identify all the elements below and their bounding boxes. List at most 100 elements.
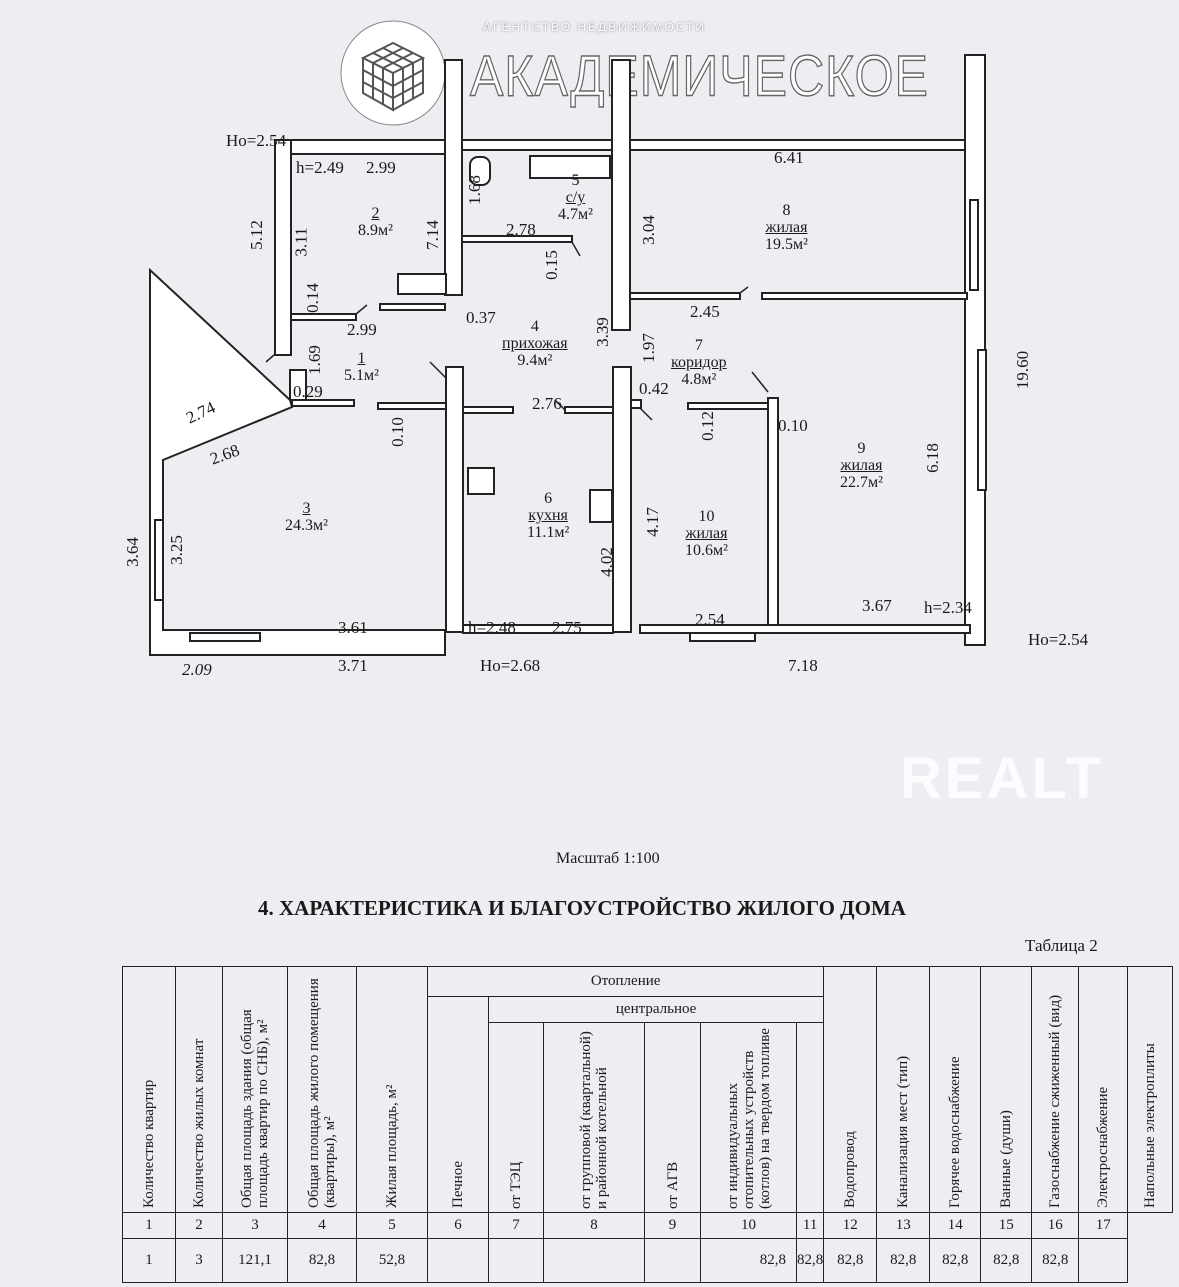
dim: 6.18 <box>922 443 942 473</box>
table-cell: от индивидуальных отопительных устройств… <box>700 1022 797 1213</box>
logo-subtitle: АГЕНТСТВО НЕДВИЖИМОСТИ <box>483 20 707 34</box>
dim: 2.54 <box>695 610 725 629</box>
table-cell: от ТЭЦ <box>488 1022 544 1213</box>
dim: 0.10 <box>778 416 808 435</box>
column-header: Печное <box>450 1160 466 1208</box>
dim: 3.04 <box>638 215 658 245</box>
dim: Но=2.54 <box>1028 630 1089 649</box>
column-header: от АГВ <box>664 1161 681 1209</box>
dim: 4.02 <box>596 547 616 577</box>
dim: 2.99 <box>347 320 377 339</box>
table-cell: 9 <box>644 1212 701 1239</box>
dim: 1.69 <box>304 345 324 375</box>
dim: 0.12 <box>697 411 717 441</box>
dim: 0.15 <box>541 250 561 280</box>
table-cell: 82,8 <box>795 1238 825 1283</box>
section-title: 4. ХАРАКТЕРИСТИКА И БЛАГОУСТРОЙСТВО ЖИЛО… <box>258 896 906 920</box>
table-cell: Общая площадь здания (общая площадь квар… <box>222 966 288 1213</box>
column-header: Общая площадь жилого помещения (квартиры… <box>306 977 338 1208</box>
dim: 3.71 <box>338 656 368 675</box>
table-cell: 82,8 <box>700 1238 797 1283</box>
dim: 0.42 <box>639 379 669 398</box>
table-cell: Канализация мест (тип) <box>876 966 931 1213</box>
dim: 3.25 <box>166 535 186 565</box>
central-header: центральное <box>487 996 825 1023</box>
logo-name: АКАДЕМИЧЕСКОЕ <box>469 43 929 109</box>
table-cell: 52,8 <box>356 1238 428 1283</box>
table-cell: 82,8 <box>929 1238 982 1283</box>
table-cell <box>1078 1238 1129 1283</box>
dim: 1.68 <box>464 175 484 205</box>
table-cell: 121,1 <box>222 1238 288 1283</box>
table-cell: Общая площадь жилого помещения (квартиры… <box>287 966 357 1213</box>
floor-plan-walls <box>149 54 987 656</box>
dim: 0.37 <box>466 308 496 327</box>
table-cell: 3 <box>222 1212 288 1239</box>
dim: Но=2.68 <box>480 656 541 675</box>
dim: 1.97 <box>638 333 658 363</box>
dim: 2.45 <box>690 302 720 321</box>
table-cell: 1 <box>122 1212 176 1239</box>
dim: h=2.48 <box>468 618 516 637</box>
table-cell: 5 <box>356 1212 428 1239</box>
table-cell <box>644 1238 701 1283</box>
table-cell: Газоснабжение сжиженный (вид) <box>1031 966 1080 1213</box>
table-cell: Напольные электроплиты <box>1127 966 1174 1213</box>
table-cell: Жилая площадь, м² <box>356 966 428 1213</box>
table-cell: 82,8 <box>876 1238 931 1283</box>
table-cell: Количество квартир <box>122 966 176 1213</box>
column-header: от ТЭЦ <box>508 1160 524 1209</box>
table-cell: 10 <box>700 1212 797 1239</box>
scale-label: Масштаб 1:100 <box>556 850 660 867</box>
table-cell: 12 <box>823 1212 878 1239</box>
table-cell <box>427 1238 489 1283</box>
table-cell: 11 <box>795 1212 825 1239</box>
dim: 3.61 <box>338 618 368 637</box>
table-cell: 82,8 <box>823 1238 878 1283</box>
table-cell: Горячее водоснабжение <box>929 966 982 1213</box>
column-header: Количество жилых комнат <box>191 1038 207 1208</box>
table-cell: 2 <box>175 1212 223 1239</box>
column-header: Количество квартир <box>141 1079 157 1208</box>
column-header: Жилая площадь, м² <box>384 1084 400 1208</box>
dim: 2.99 <box>366 158 396 177</box>
dim: 0.14 <box>302 283 322 313</box>
table-cell <box>543 1238 645 1283</box>
table-cell: Ванные (души) <box>980 966 1033 1213</box>
dim: 3.39 <box>592 317 612 347</box>
dim: 19.60 <box>1013 350 1033 390</box>
dim: 7.14 <box>422 220 442 250</box>
column-header: Электроснабжение <box>1095 1086 1112 1208</box>
table-cell: 8 <box>543 1212 645 1239</box>
heating-header: Отопление <box>426 966 825 997</box>
table-cell: 4 <box>287 1212 357 1239</box>
table-cell: 7 <box>488 1212 544 1239</box>
dim: 3.64 <box>122 537 142 567</box>
column-header: Напольные электроплиты <box>1142 1042 1159 1208</box>
characteristics-table: Количество квартир Количество жилых комн… <box>122 966 1174 1283</box>
table-cell: Электроснабжение <box>1078 966 1129 1213</box>
table-cell: от АГВ <box>644 1022 701 1213</box>
table-cell: 13 <box>876 1212 931 1239</box>
table-cell: 17 <box>1078 1212 1129 1239</box>
dim: 3.67 <box>862 596 892 615</box>
table-caption: Таблица 2 <box>1025 936 1098 955</box>
table-cell <box>488 1238 544 1283</box>
column-header: от индивидуальных отопительных устройств… <box>724 1027 773 1209</box>
table-cell: от групповой (квартальной) и районной ко… <box>543 1022 645 1213</box>
dim: Но=2.54 <box>226 131 287 150</box>
column-header: Ванные (души) <box>998 1109 1015 1208</box>
table-cell: Количество жилых комнат <box>175 966 223 1213</box>
dim: h=2.34 <box>924 598 972 617</box>
dim: 2.78 <box>506 220 536 239</box>
column-header: Горячее водоснабжение <box>947 1055 964 1208</box>
